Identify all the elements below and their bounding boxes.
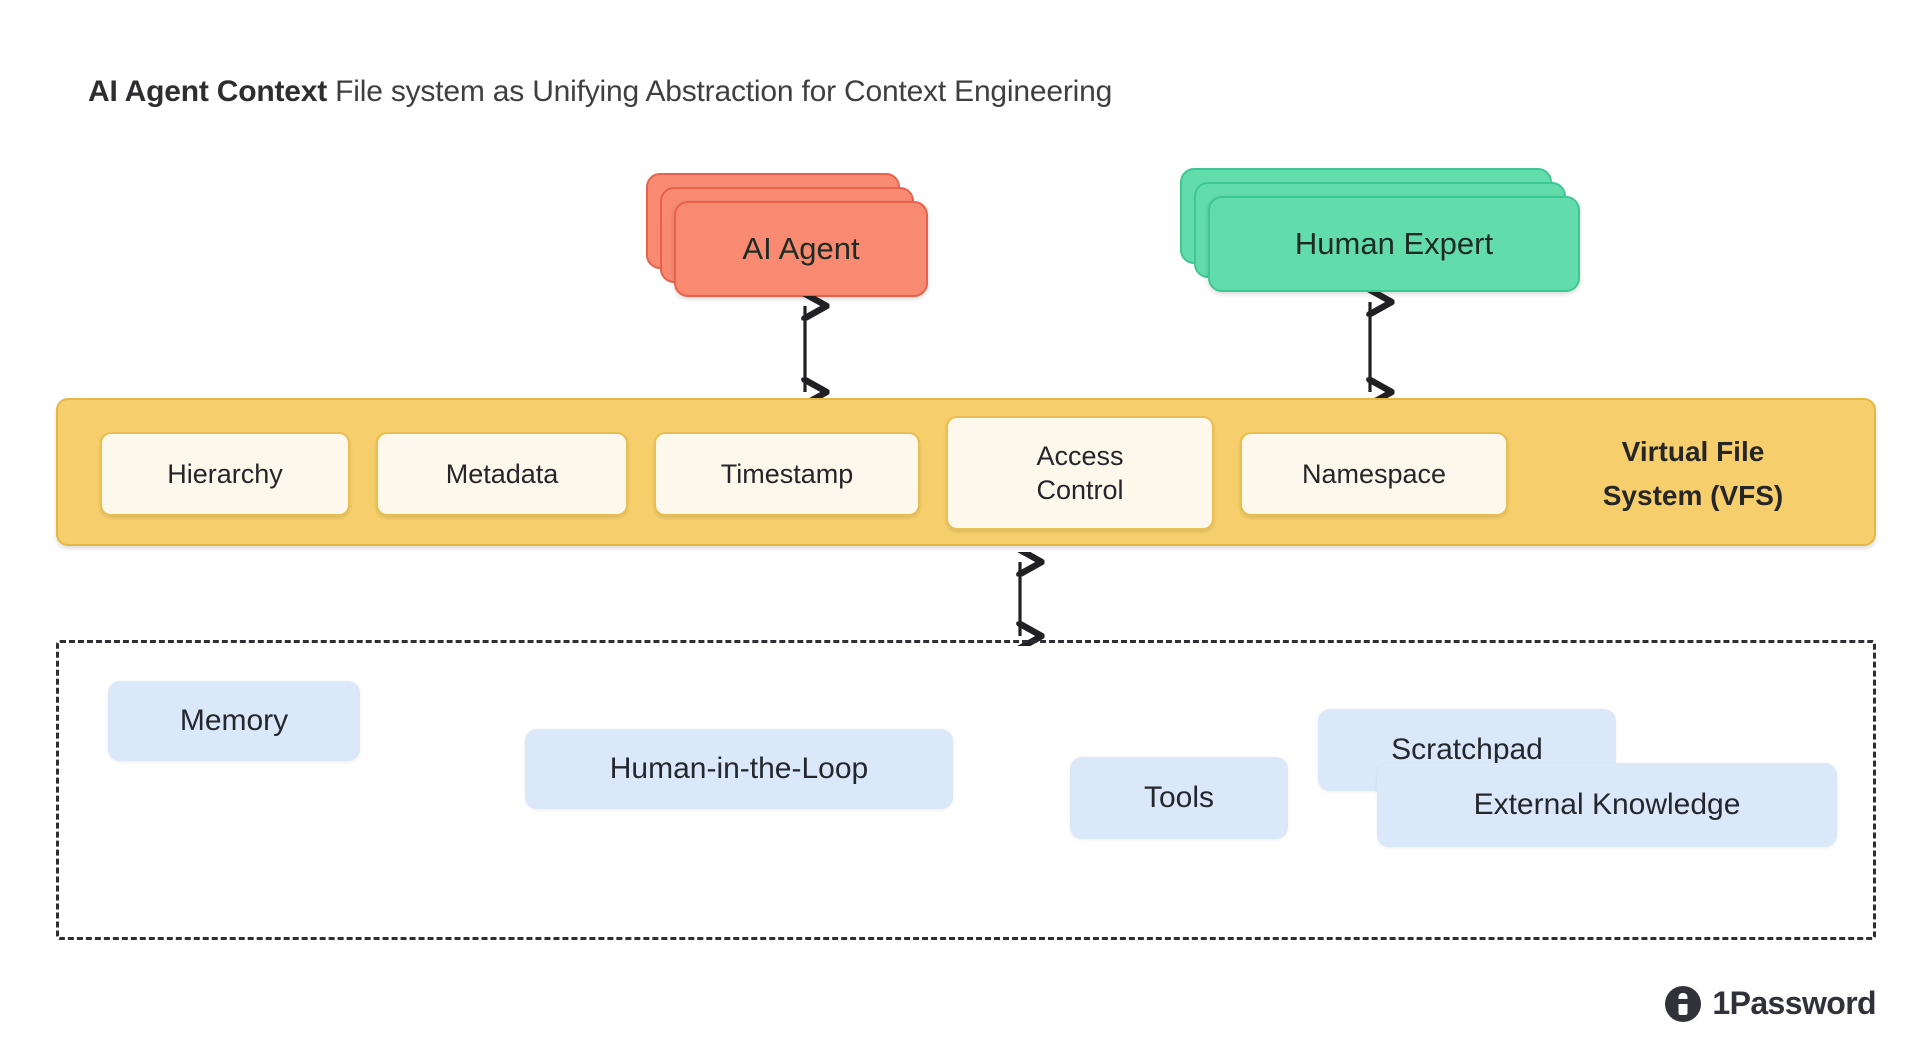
human-expert-label: Human Expert [1294,226,1494,261]
connector-agent-to-vfs-arrow [760,296,850,402]
page-title: AI Agent Context File system as Unifying… [88,72,1112,112]
vfs-chip-namespace[interactable]: Namespace [1240,432,1508,516]
vfs-chip-hierarchy[interactable]: Hierarchy [100,432,350,516]
resource-human-in-the-loop[interactable]: Human-in-the-Loop [525,729,953,809]
brand-wordmark: 1Password [1712,985,1876,1021]
onepassword-keyhole-icon [1665,985,1702,1022]
vfs-title-label: Virtual File System (VFS) [1602,436,1784,511]
resource-memory[interactable]: Memory [108,681,360,761]
ai-agent-card-stack[interactable]: AI Agent [646,173,928,297]
human-expert-card-stack[interactable]: Human Expert [1180,168,1580,292]
resource-external-knowledge[interactable]: External Knowledge [1377,763,1837,847]
virtual-file-system-bar[interactable]: Hierarchy Metadata Timestamp Access Cont… [56,398,1876,546]
page-title-rest: File system as Unifying Abstraction for … [327,75,1113,108]
human-expert-card-front[interactable]: Human Expert [1208,196,1580,292]
ai-agent-card-front[interactable]: AI Agent [674,201,928,297]
ai-agent-label: AI Agent [742,231,860,266]
vfs-chip-access-control[interactable]: Access Control [946,416,1214,530]
page-title-emphasis: AI Agent Context [88,75,328,108]
brand-logo: 1Password [1665,985,1877,1022]
context-resources-container: Memory Human-in-the-Loop Tools Scratchpa… [56,640,1876,940]
resource-tools[interactable]: Tools [1070,757,1288,839]
connector-vfs-to-resources-arrow [975,552,1065,646]
vfs-chip-metadata[interactable]: Metadata [376,432,628,516]
vfs-chip-timestamp[interactable]: Timestamp [654,432,920,516]
connector-expert-to-vfs-arrow [1325,292,1415,402]
